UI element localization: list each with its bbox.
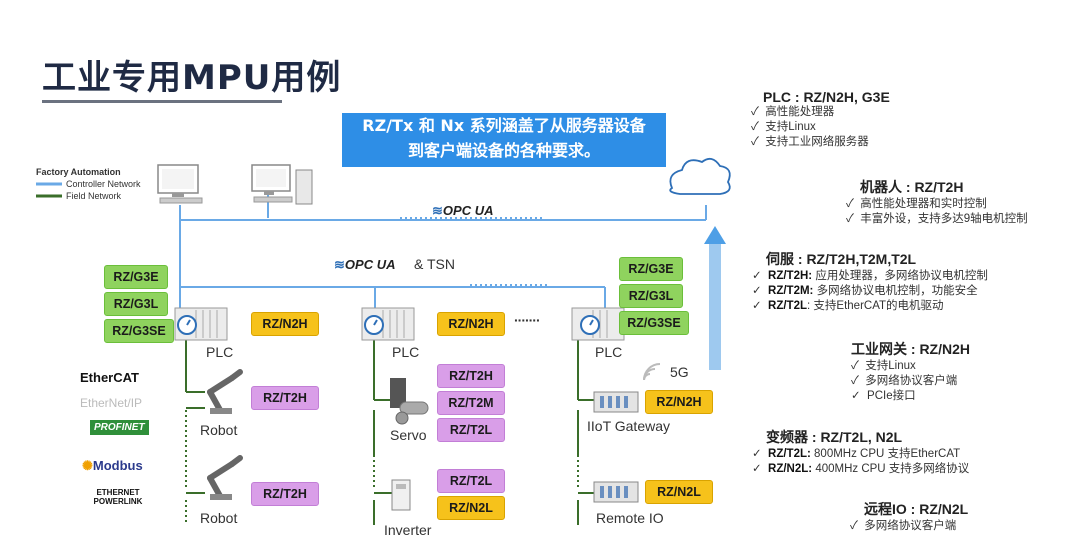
modbus-logo: ✺Modbus [82,458,143,473]
chip-inverter-2: RZ/N2L [437,496,505,520]
panel-gateway: 工业网关 : RZ/N2H ✓ 支持Linux ✓ 多网络协议客户端 ✓ PCI… [851,339,970,404]
servo-label: Servo [390,427,427,443]
panel-inverter-item-2: ✓ RZ/N2L: 400MHz CPU 支持多网络协议 [752,463,970,475]
panel-robot-heading: 机器人 : RZ/T2H [860,179,964,195]
cloud-icon [669,157,731,195]
field-network-lines [185,340,595,525]
legend-field-label: Field Network [66,191,122,201]
panel-plc-heading: PLC : RZ/N2H, G3E [763,89,890,105]
chip-servo-1: RZ/T2H [437,364,505,388]
robot1-label: Robot [200,422,238,438]
plc-label-2: PLC [392,344,420,360]
panel-remoteio-heading: 远程IO : RZ/N2L [864,501,969,517]
tsn-label: & TSN [414,256,455,272]
chip-left-2: RZ/G3L [104,292,168,316]
chip-remoteio: RZ/N2L [645,480,713,504]
powerlink-logo: ETHERNET POWERLINK [93,488,143,506]
controller-network-lines [179,195,707,318]
ethernetip-logo: EtherNet/IP [80,396,143,410]
field-network-dotted [185,410,579,525]
page-title: 工业专用MPU用例 [42,58,342,98]
legend-title: Factory Automation [36,167,121,177]
panel-servo-item-2: ✓ RZ/T2M: 多网络协议电机控制，功能安全 [752,285,978,297]
plc-label-1: PLC [206,344,234,360]
continuation-dots: ······· [514,312,541,328]
panel-robot: 机器人 : RZ/T2H ✓ 高性能处理器和实时控制 ✓ 丰富外设，支持多达9轴… [846,177,1028,227]
banner-line-1: RZ/Tx 和 Nx 系列涵盖了从服务器设备 [362,116,646,135]
panel-remoteio-item-1: ✓ 多网络协议客户端 [850,520,957,532]
chip-robot2: RZ/T2H [251,482,319,506]
chip-servo-3: RZ/T2L [437,418,505,442]
legend-controller-label: Controller Network [66,179,141,189]
title-underline [42,100,282,103]
opcua-label-mid: ≋OPC UA [334,257,396,272]
server-computer-icon [251,164,313,205]
panel-robot-item-1: ✓ 高性能处理器和实时控制 [846,198,987,210]
panel-inverter-item-1: ✓ RZ/T2L: 800MHz CPU 支持EtherCAT [752,448,961,460]
chip-plc-2: RZ/N2H [437,312,505,336]
panel-plc: PLC : RZ/N2H, G3E ✓ 高性能处理器 ✓ 支持Linux ✓ 支… [751,89,890,150]
chip-left-3: RZ/G3SE [104,319,174,343]
panel-gateway-item-2: ✓ 多网络协议客户端 [851,375,958,387]
computer-icon [157,164,203,204]
panel-servo-heading: 伺服 : RZ/T2H,T2M,T2L [766,251,917,267]
network-diagram [36,157,731,525]
chip-robot1: RZ/T2H [251,386,319,410]
chip-plc-1: RZ/N2H [251,312,319,336]
panel-gateway-heading: 工业网关 : RZ/N2H [851,341,970,357]
panel-remoteio: 远程IO : RZ/N2L ✓ 多网络协议客户端 [850,499,969,534]
wireless-icon [643,363,661,381]
panel-plc-item-3: ✓ 支持工业网络服务器 [751,136,869,148]
profinet-logo: PROFINET [90,420,149,435]
fiveg-label: 5G [670,364,689,380]
panel-inverter-heading: 变频器 : RZ/T2L, N2L [766,429,903,445]
chip-iiot: RZ/N2H [645,390,713,414]
chip-servo-2: RZ/T2M [437,391,505,415]
iiot-gateway-icon [593,391,639,413]
robot2-label: Robot [200,510,238,526]
servo-device-icon [390,378,429,425]
chip-right-3: RZ/G3SE [619,311,689,335]
ethercat-logo: EtherCAT [80,370,139,385]
iiot-label: IIoT Gateway [587,418,671,434]
panel-servo-item-1: ✓ RZ/T2H: 应用处理器，多网络协议电机控制 [752,270,988,282]
panel-servo-item-3: ✓ RZ/T2L: 支持EtherCAT的电机驱动 [752,300,944,312]
chip-left-1: RZ/G3E [104,265,168,289]
opcua-label-top: ≋OPC UA [432,203,494,218]
inverter-device-icon [391,479,411,511]
panel-inverter: 变频器 : RZ/T2L, N2L ✓ RZ/T2L: 800MHz CPU 支… [752,427,969,477]
remote-io-icon [593,481,639,503]
remoteio-label: Remote IO [596,510,664,526]
plc-device-icon-2 [361,307,415,341]
summary-banner: RZ/Tx 和 Nx 系列涵盖了从服务器设备 到客户端设备的各种要求。 [342,113,666,167]
banner-line-2: 到客户端设备的各种要求。 [407,141,600,160]
panel-robot-item-2: ✓ 丰富外设，支持多达9轴电机控制 [846,213,1028,225]
chip-inverter-1: RZ/T2L [437,469,505,493]
plc-device-icon-1 [174,307,228,341]
plc-label-3: PLC [595,344,623,360]
uplink-arrow-icon [704,226,726,244]
chip-right-2: RZ/G3L [619,284,683,308]
uplink-arrow-shaft [709,242,721,370]
panel-plc-item-2: ✓ 支持Linux [751,121,816,133]
panel-servo: 伺服 : RZ/T2H,T2M,T2L ✓ RZ/T2H: 应用处理器，多网络协… [752,249,988,314]
robot-arm-icon-2 [207,455,243,500]
inverter-label: Inverter [384,522,432,538]
panel-gateway-item-1: ✓ 支持Linux [851,360,916,372]
plc-device-icon-3 [571,307,625,341]
panel-plc-item-1: ✓ 高性能处理器 [751,106,835,118]
robot-arm-icon-1 [207,369,243,414]
panel-gateway-item-3: ✓ PCIe接口 [851,390,916,402]
chip-right-1: RZ/G3E [619,257,683,281]
